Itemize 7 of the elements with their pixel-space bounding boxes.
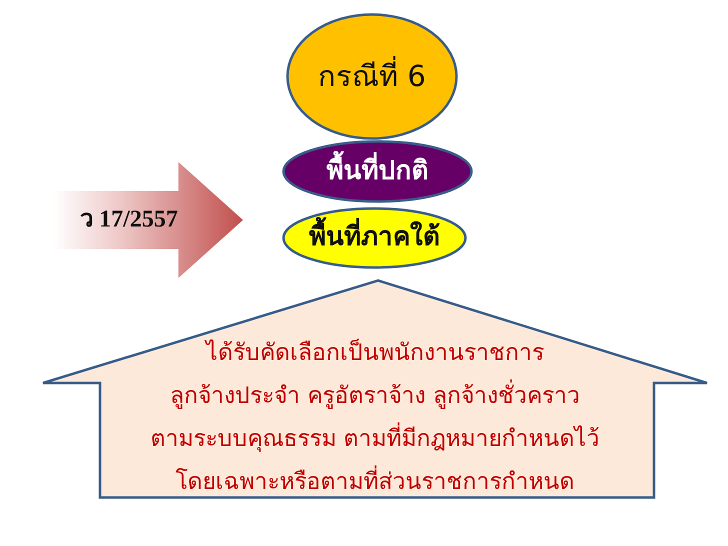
node-text: ว 17/2557: [80, 205, 178, 234]
ellipse-node: [282, 207, 467, 269]
ellipse-node: [282, 140, 473, 203]
house-shape: [42, 279, 708, 499]
node-text: ได้รับคัดเลือกเป็นพนักงานราชการ ลูกจ้างประจำ ครูอัตราจ้าง ลูกจ้างชั่วคราว ตามระบบคุณธรรม ตามที่มีกฎหมายกำหนดไว้ โดยเฉพาะหรือตามที่ส่วนราชการกำหนด: [150, 338, 600, 497]
node-text: กรณีที่ 6: [318, 58, 426, 96]
ellipse-node: [286, 13, 458, 140]
